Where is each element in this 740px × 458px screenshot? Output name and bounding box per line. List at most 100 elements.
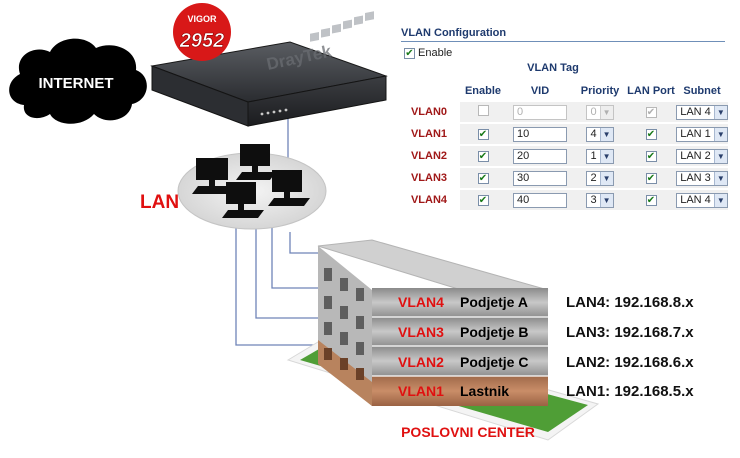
subnet-label: LAN2: 192.168.6.x [566, 354, 694, 371]
floor-company-label: Lastnik [460, 383, 509, 399]
vid-input[interactable]: 30 [513, 170, 567, 186]
vid-input[interactable]: 0 [513, 104, 567, 120]
chevron-down-icon: ▼ [713, 149, 727, 163]
floor-vlan-label: VLAN1 [398, 383, 444, 399]
chevron-down-icon: ▼ [713, 193, 727, 207]
priority-select[interactable]: 4▼ [586, 126, 614, 142]
floor-company-label: Podjetje C [460, 354, 528, 370]
priority-value: 3 [590, 193, 597, 206]
office-building: POSLOVNI CENTER [286, 239, 600, 441]
vlan-enable-checkbox[interactable]: ✔ [477, 173, 489, 184]
column-header-enable: Enable [464, 85, 502, 97]
subnet-select[interactable]: LAN 4▼ [676, 192, 728, 208]
computer-icon [222, 182, 264, 218]
priority-value: 0 [590, 105, 597, 118]
vlan-enable-checkbox[interactable]: ✔ [477, 195, 489, 206]
chevron-down-icon: ▼ [599, 193, 613, 207]
priority-value: 2 [590, 171, 597, 184]
chevron-down-icon: ▼ [599, 105, 613, 119]
badge-model-label: 2952 [179, 30, 225, 52]
vigor-model-badge: VIGOR 2952 [173, 3, 231, 61]
column-header-vid: VID [530, 85, 550, 97]
priority-value: 1 [590, 149, 597, 162]
subnet-label: LAN4: 192.168.8.x [566, 294, 694, 311]
priority-select[interactable]: 3▼ [586, 192, 614, 208]
floor-vlan-label: VLAN2 [398, 354, 444, 370]
floor-company-label: Podjetje A [460, 294, 528, 310]
vid-input[interactable]: 10 [513, 126, 567, 142]
subnet-label: LAN1: 192.168.5.x [566, 383, 694, 400]
column-header-priority: Priority [580, 85, 620, 97]
vlan-enable-label: Enable [418, 47, 453, 59]
lan-port-cell: ✔ [626, 168, 676, 188]
subnet-value: LAN 2 [680, 149, 711, 162]
chevron-down-icon: ▼ [713, 127, 727, 141]
floor-vlan-label: VLAN4 [398, 294, 444, 310]
vlan-table: Enable VID Priority LAN Port Subnet VLAN… [398, 80, 728, 212]
priority-select[interactable]: 0▼ [586, 104, 614, 120]
chevron-down-icon: ▼ [713, 171, 727, 185]
building-label: POSLOVNI CENTER [401, 424, 535, 440]
priority-cell: 2▼ [574, 168, 626, 188]
internet-cloud: INTERNET [9, 38, 147, 124]
column-header-lan-port: LAN Port [627, 85, 675, 97]
chevron-down-icon: ▼ [713, 105, 727, 119]
vid-input[interactable]: 20 [513, 148, 567, 164]
computer-icon [268, 170, 310, 206]
chevron-down-icon: ▼ [599, 127, 613, 141]
floor-vlan-label: VLAN3 [398, 324, 444, 340]
priority-select[interactable]: 2▼ [586, 170, 614, 186]
computer-icon [192, 158, 234, 194]
lan-port-cell: ✔ [626, 146, 676, 166]
building-windows [324, 268, 364, 380]
vlan-enable-checkbox[interactable]: ✔ [477, 129, 489, 140]
subnet-select[interactable]: LAN 1▼ [676, 126, 728, 142]
chevron-down-icon: ▼ [599, 171, 613, 185]
priority-value: 4 [590, 127, 597, 140]
vlan-name: VLAN2 [410, 150, 448, 162]
router-leds [260, 108, 288, 116]
chevron-down-icon: ▼ [599, 149, 613, 163]
vlan-enable-checkbox[interactable]: ✔ [477, 151, 489, 162]
lan-port-checkbox[interactable]: ✔ [645, 195, 657, 206]
priority-cell: 1▼ [574, 146, 626, 166]
vid-cell: 40 [506, 190, 574, 210]
subnet-cell: LAN 4▼ [676, 102, 728, 122]
network-cables [235, 112, 318, 346]
title-divider [401, 41, 725, 42]
column-header-name [398, 82, 460, 100]
lan-port-checkbox[interactable]: ✔ [645, 107, 657, 118]
lan-port-cell: ✔ [626, 102, 676, 122]
vlan-enable-checkbox[interactable]: ✔ [404, 47, 415, 59]
vlan-enable-row: ✔ Enable [404, 47, 452, 59]
badge-top-label: VIGOR [187, 14, 217, 24]
lan-port-checkbox[interactable]: ✔ [645, 173, 657, 184]
lan-port-checkbox[interactable]: ✔ [645, 129, 657, 140]
lan-computers [177, 144, 327, 230]
vid-cell: 30 [506, 168, 574, 188]
subnet-labels: LAN4: 192.168.8.x LAN3: 192.168.7.x LAN2… [566, 294, 694, 400]
subnet-cell: LAN 3▼ [676, 168, 728, 188]
vid-input[interactable]: 40 [513, 192, 567, 208]
priority-select[interactable]: 1▼ [586, 148, 614, 164]
vid-cell: 10 [506, 124, 574, 144]
enable-cell: ✔ [460, 168, 506, 188]
floor-company-label: Podjetje B [460, 324, 528, 340]
subnet-value: LAN 4 [680, 193, 711, 206]
subnet-label: LAN3: 192.168.7.x [566, 324, 694, 341]
lan-port-checkbox[interactable]: ✔ [645, 151, 657, 162]
vlan-name: VLAN3 [410, 172, 448, 184]
subnet-select[interactable]: LAN 2▼ [676, 148, 728, 164]
vlan-name: VLAN0 [410, 106, 448, 118]
subnet-select[interactable]: LAN 3▼ [676, 170, 728, 186]
subnet-select[interactable]: LAN 4▼ [676, 104, 728, 120]
vlan-name: VLAN1 [410, 128, 448, 140]
computer-icon [236, 144, 276, 180]
vlan-enable-checkbox[interactable] [477, 105, 489, 116]
priority-cell: 3▼ [574, 190, 626, 210]
subnet-value: LAN 1 [680, 127, 711, 140]
vlan-tag-header: VLAN Tag [527, 62, 579, 74]
